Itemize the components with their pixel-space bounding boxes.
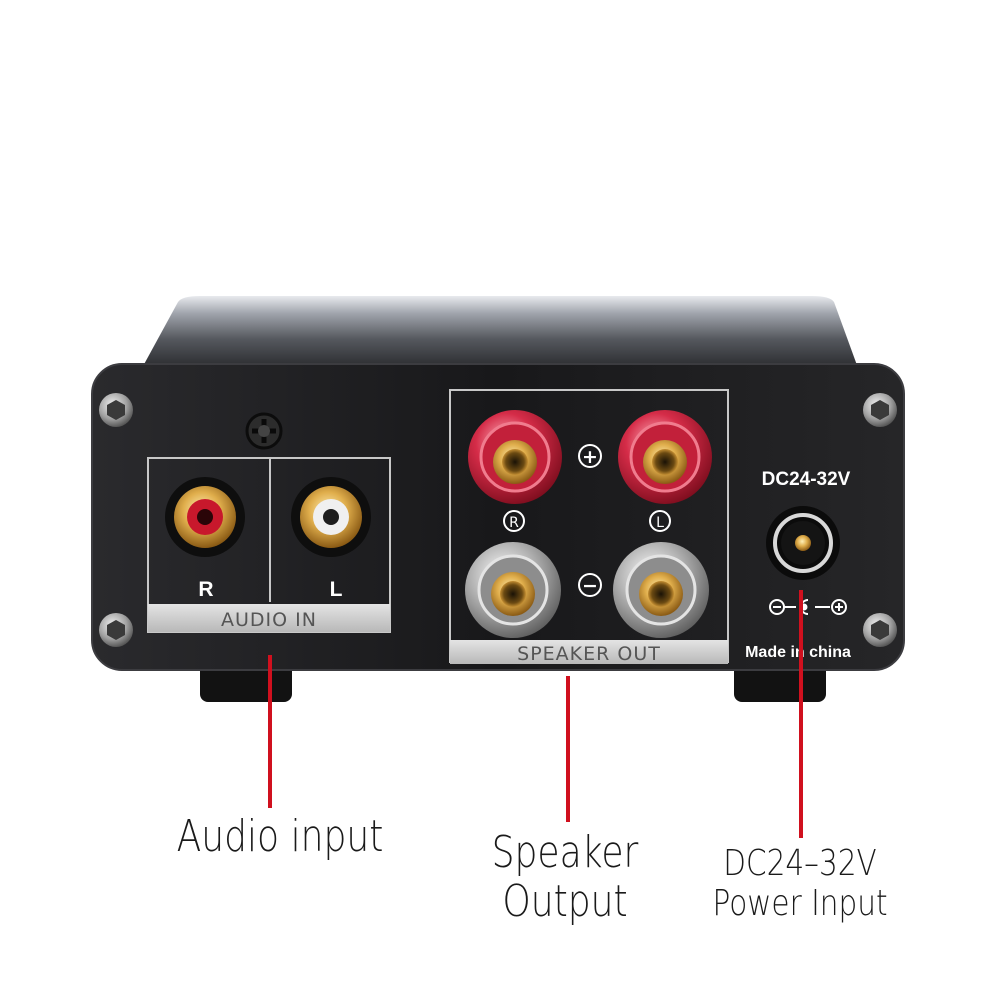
caption-line: Audio input <box>176 811 384 862</box>
caption-line: DC24–32V <box>723 843 877 884</box>
screw-icon <box>99 393 133 427</box>
rca-jack-right[interactable] <box>165 477 245 557</box>
screw-icon <box>863 393 897 427</box>
origin-label: Made in china <box>745 644 851 661</box>
caption-line: Power Input <box>712 883 888 925</box>
channel-l-symbol: L <box>656 515 664 531</box>
audio-in-section <box>147 457 391 633</box>
dc-power-jack[interactable] <box>766 506 840 580</box>
rca-jack-left[interactable] <box>291 477 371 557</box>
speaker-terminal-right-positive[interactable] <box>468 410 562 504</box>
plus-symbol-ring <box>578 444 602 468</box>
caption-line: Speaker <box>491 827 639 878</box>
ground-screw-icon <box>245 412 283 450</box>
rca-right-label: R <box>198 578 213 601</box>
minus-symbol: − <box>582 575 598 597</box>
channel-l-ring <box>649 510 671 532</box>
screw-icon <box>863 613 897 647</box>
screw-icon <box>99 613 133 647</box>
channel-r-symbol: R <box>509 515 519 531</box>
plus-symbol: + <box>582 446 598 468</box>
speaker-output-caption: Speaker Output <box>442 828 688 927</box>
speaker-terminal-left-positive[interactable] <box>618 410 712 504</box>
minus-symbol-ring <box>578 573 602 597</box>
speaker-terminal-left-negative[interactable] <box>613 542 709 638</box>
caption-line: Output <box>502 876 628 928</box>
audio-input-caption: Audio input <box>157 811 403 862</box>
audio-in-label: AUDIO IN <box>221 609 317 631</box>
speaker-terminal-right-negative[interactable] <box>465 542 561 638</box>
channel-r-ring <box>503 510 525 532</box>
power-rating-label: DC24-32V <box>762 469 851 490</box>
rca-left-label: L <box>330 578 343 601</box>
chassis-top <box>142 296 858 368</box>
speaker-out-section <box>449 389 729 664</box>
power-input-caption: DC24–32V Power Input <box>677 843 923 925</box>
speaker-out-label: SPEAKER OUT <box>517 643 661 665</box>
